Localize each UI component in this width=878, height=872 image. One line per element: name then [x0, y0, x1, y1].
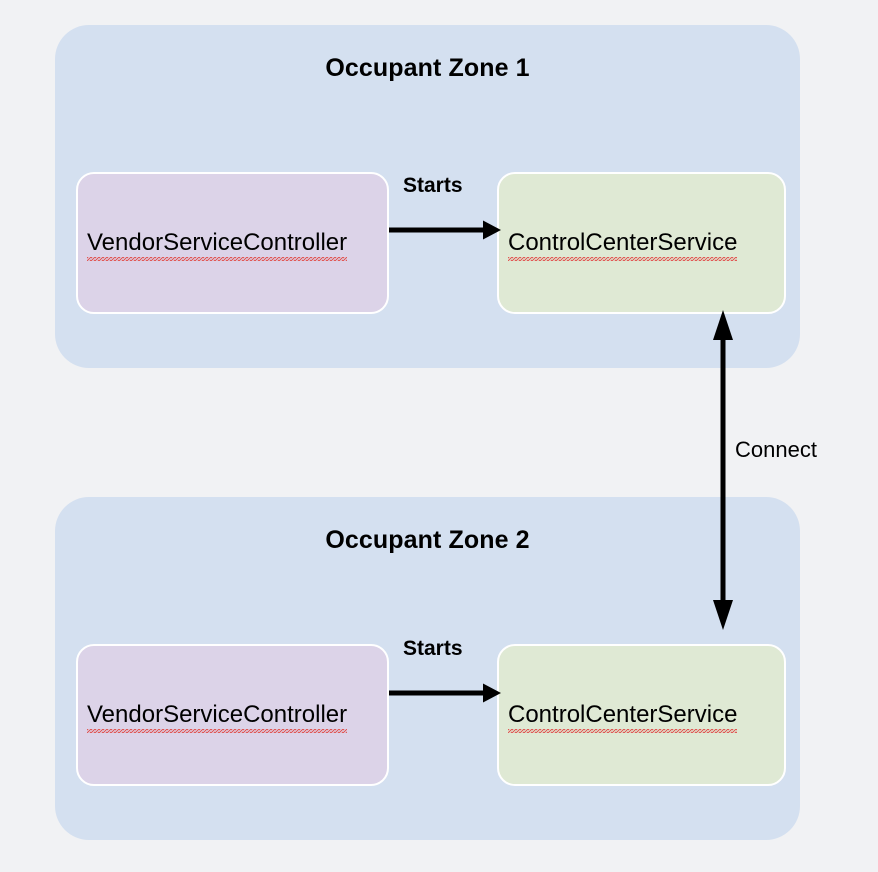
node-label-control-center-service-1: ControlCenterService: [499, 229, 738, 262]
arrow-bidirectional-connect-icon[interactable]: [700, 310, 746, 630]
zone-title-1: Occupant Zone 1: [325, 54, 530, 82]
edge-starts-2[interactable]: Starts: [389, 637, 501, 710]
node-vendor-service-controller-1[interactable]: VendorServiceController: [76, 172, 389, 314]
edge-label-starts-2: Starts: [403, 637, 463, 660]
node-vendor-service-controller-2[interactable]: VendorServiceController: [76, 644, 389, 786]
node-control-center-service-2[interactable]: ControlCenterService: [497, 644, 786, 786]
node-label-control-center-service-2: ControlCenterService: [499, 701, 738, 734]
edge-starts-1[interactable]: Starts: [389, 174, 501, 247]
edge-label-connect: Connect: [735, 437, 817, 462]
zone-container-2[interactable]: Occupant Zone 2 VendorServiceController …: [55, 497, 800, 840]
arrow-right-icon-1: [389, 220, 501, 240]
edge-label-starts-1: Starts: [403, 174, 463, 197]
node-control-center-service-1[interactable]: ControlCenterService: [497, 172, 786, 314]
node-label-vendor-service-controller-1: VendorServiceController: [78, 229, 348, 262]
zone-container-1[interactable]: Occupant Zone 1 VendorServiceController …: [55, 25, 800, 368]
zone-title-2: Occupant Zone 2: [325, 526, 530, 554]
arrow-right-icon-2: [389, 683, 501, 703]
node-label-vendor-service-controller-2: VendorServiceController: [78, 701, 348, 734]
